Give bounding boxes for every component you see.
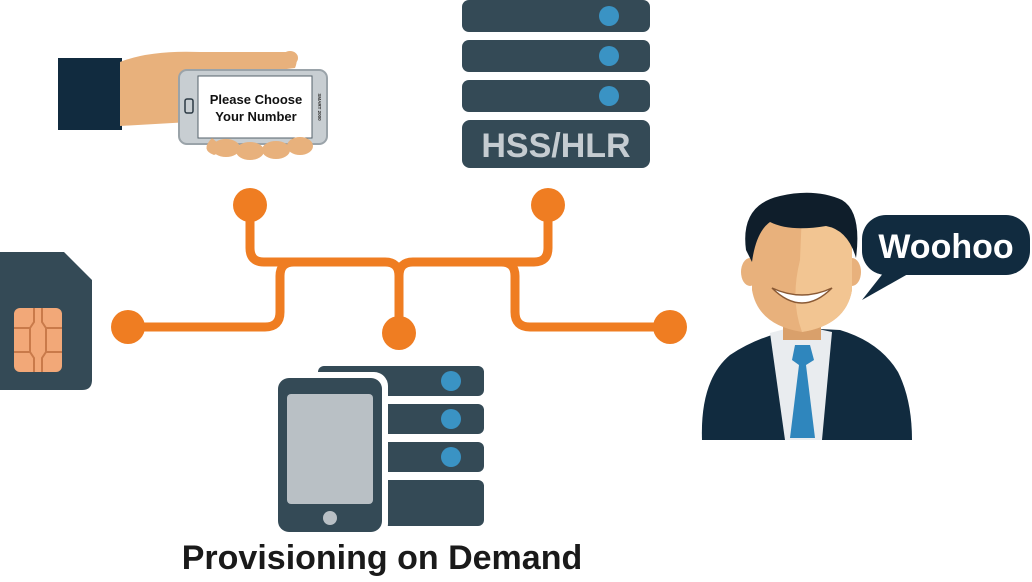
node-hss — [531, 188, 565, 222]
hss-label-plate — [462, 120, 650, 168]
server-led-3 — [599, 86, 619, 106]
bubble-text: Woohoo — [878, 228, 1013, 266]
phone-home-button — [184, 98, 194, 114]
sim-chip-contacts — [14, 308, 62, 372]
server-rack-icon: HSS/HLR — [462, 0, 650, 168]
fingers — [206, 137, 313, 160]
tablet-server-icon — [272, 366, 484, 538]
smile — [771, 287, 833, 304]
tie — [790, 345, 815, 438]
rack-led-1 — [441, 371, 461, 391]
network-connections — [123, 200, 675, 335]
sleeve — [58, 58, 122, 130]
hss-label: HSS/HLR — [481, 127, 630, 165]
sim-chip — [14, 308, 62, 372]
link-hss — [394, 200, 553, 281]
hand-phone-icon: Please Choose Your Number SMART 2000 — [58, 51, 328, 160]
sim-card-icon — [0, 252, 92, 390]
bubble-body — [862, 215, 1030, 275]
rack-led-2 — [441, 409, 461, 429]
tablet-screen — [287, 394, 373, 504]
rack-led-3 — [441, 447, 461, 467]
node-sim — [111, 310, 145, 344]
server-unit-2 — [462, 40, 650, 72]
phone-text-line1: Please Choose — [210, 92, 303, 107]
link-sim — [123, 257, 299, 332]
link-phone — [245, 200, 404, 335]
link-user — [496, 257, 675, 332]
node-phone — [233, 188, 267, 222]
speech-bubble-icon: Woohoo — [862, 215, 1030, 300]
diagram-caption: Provisioning on Demand — [181, 539, 583, 577]
phone-screen — [197, 75, 313, 139]
server-unit-1 — [462, 0, 650, 32]
phone-side-label: SMART 2000 — [317, 93, 322, 121]
tablet-home-button — [323, 511, 337, 525]
network-nodes — [111, 188, 687, 350]
happy-user-icon — [701, 192, 912, 440]
server-unit-3 — [462, 80, 650, 112]
server-led-2 — [599, 46, 619, 66]
phone-text-line2: Your Number — [215, 109, 296, 124]
node-user — [653, 310, 687, 344]
server-led-1 — [599, 6, 619, 26]
node-center — [382, 316, 416, 350]
hair — [745, 192, 858, 262]
